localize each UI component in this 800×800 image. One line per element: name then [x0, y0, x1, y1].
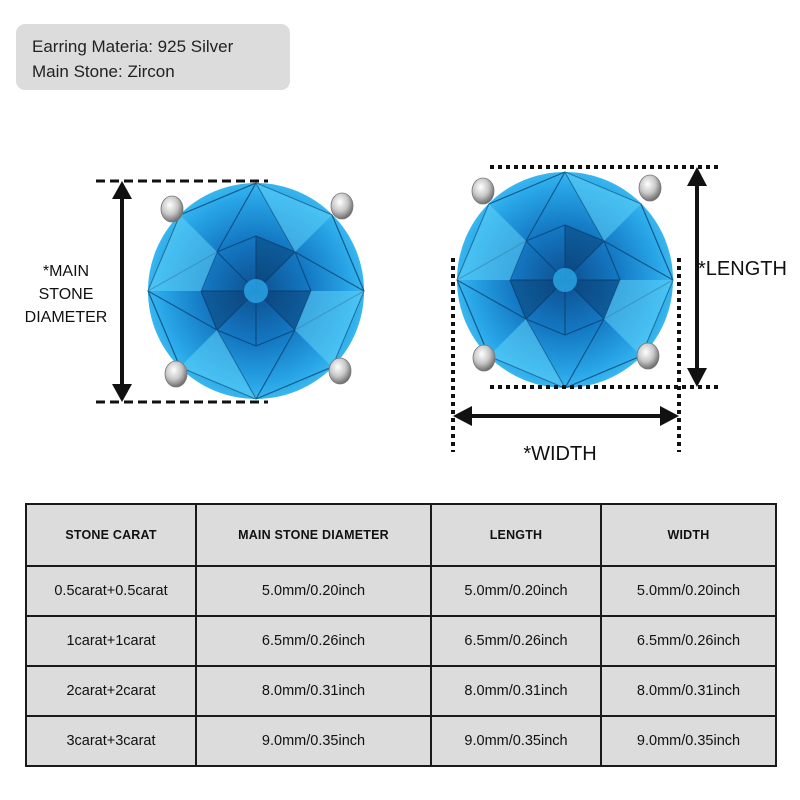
- cell-stone-carat: 1carat+1carat: [25, 615, 197, 667]
- cell-stone-carat: 2carat+2carat: [25, 665, 197, 717]
- cell-width: 6.5mm/0.26inch: [600, 615, 777, 667]
- left-earring-image: [147, 182, 365, 400]
- table-row: 2carat+2carat 8.0mm/0.31inch 8.0mm/0.31i…: [25, 665, 777, 717]
- diameter-dimension: [96, 179, 268, 404]
- size-table: STONE CARAT MAIN STONE DIAMETER LENGTH W…: [25, 503, 777, 767]
- cell-width: 5.0mm/0.20inch: [600, 565, 777, 617]
- right-earring-image: [456, 171, 674, 389]
- cell-length: 8.0mm/0.31inch: [430, 665, 602, 717]
- header-stone-carat: STONE CARAT: [25, 503, 197, 567]
- material-spec: Earring Materia: 925 Silver: [32, 37, 234, 56]
- stone-spec: Main Stone: Zircon: [32, 62, 175, 81]
- cell-length: 6.5mm/0.26inch: [430, 615, 602, 667]
- earring-diagram: [96, 165, 718, 452]
- length-label: *LENGTH: [698, 258, 787, 280]
- header-main-stone-diameter: MAIN STONE DIAMETER: [195, 503, 432, 567]
- table-row: 1carat+1carat 6.5mm/0.26inch 6.5mm/0.26i…: [25, 615, 777, 667]
- cell-stone-carat: 3carat+3carat: [25, 715, 197, 767]
- table-row: 3carat+3carat 9.0mm/0.35inch 9.0mm/0.35i…: [25, 715, 777, 767]
- cell-length: 9.0mm/0.35inch: [430, 715, 602, 767]
- table-row: 0.5carat+0.5carat 5.0mm/0.20inch 5.0mm/0…: [25, 565, 777, 617]
- cell-width: 8.0mm/0.31inch: [600, 665, 777, 717]
- cell-width: 9.0mm/0.35inch: [600, 715, 777, 767]
- spec-info-box: Earring Materia: 925 Silver Main Stone: …: [16, 24, 290, 90]
- cell-diameter: 9.0mm/0.35inch: [195, 715, 432, 767]
- diameter-label-line: *MAIN: [42, 263, 90, 280]
- width-label: *WIDTH: [523, 443, 597, 465]
- header-width: WIDTH: [600, 503, 777, 567]
- cell-diameter: 8.0mm/0.31inch: [195, 665, 432, 717]
- cell-diameter: 6.5mm/0.26inch: [195, 615, 432, 667]
- table-header-row: STONE CARAT MAIN STONE DIAMETER LENGTH W…: [25, 503, 777, 567]
- diameter-label: *MAIN STONE DIAMETER: [16, 260, 116, 329]
- header-length: LENGTH: [430, 503, 602, 567]
- cell-length: 5.0mm/0.20inch: [430, 565, 602, 617]
- diameter-label-line: DIAMETER: [24, 309, 108, 326]
- cell-stone-carat: 0.5carat+0.5carat: [25, 565, 197, 617]
- length-dimension: [490, 165, 718, 389]
- width-dimension: [451, 258, 681, 452]
- cell-diameter: 5.0mm/0.20inch: [195, 565, 432, 617]
- diameter-label-line: STONE: [38, 286, 94, 303]
